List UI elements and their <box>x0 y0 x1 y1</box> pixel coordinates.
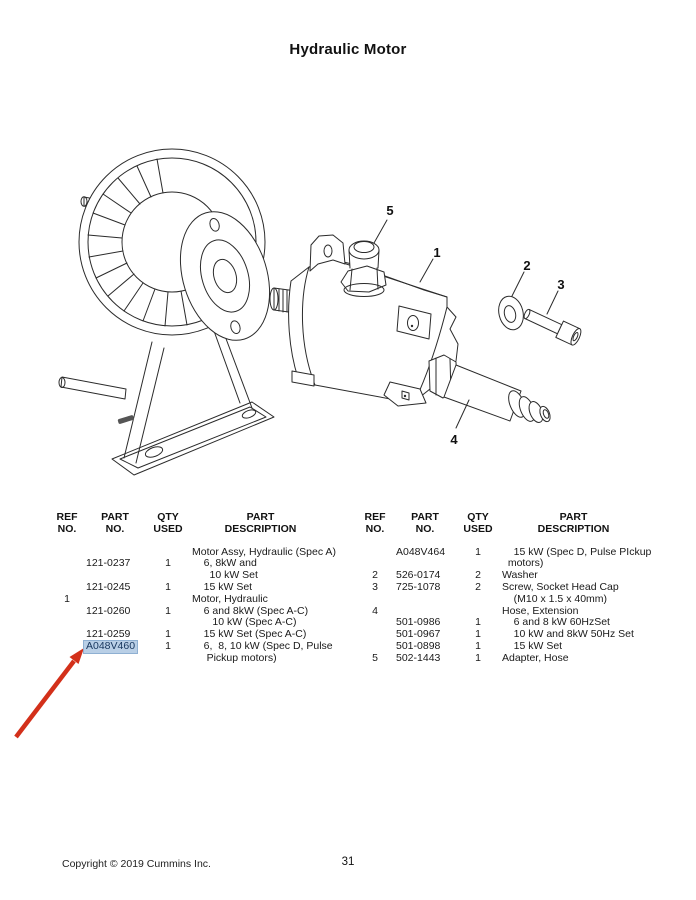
parts-table-right: REF NO. PART NO. QTY USED PART DESCRIPTI… <box>360 511 670 665</box>
callout-1: 1 <box>433 245 440 260</box>
ref-cell: 3 <box>372 580 378 593</box>
callout-3: 3 <box>557 277 564 292</box>
ref-cell <box>360 641 390 653</box>
qty-cell <box>150 594 186 606</box>
ref-cell <box>54 582 80 594</box>
parts-table-left: REF NO. PART NO. QTY USED PART DESCRIPTI… <box>54 511 354 665</box>
part-cell: 121-0237 <box>86 557 131 570</box>
desc-cell: 15 kW Set <box>192 580 253 593</box>
desc-cell: Adapter, Hose <box>502 651 569 664</box>
desc-cell: 10 kW and 8kW 50Hz Set <box>502 628 634 641</box>
ref-cell: 2 <box>372 569 378 582</box>
part-cell: 121-0260 <box>86 604 131 617</box>
part-cell: A048V464 <box>396 545 446 558</box>
qty-cell: 1 <box>165 604 171 617</box>
ref-cell <box>54 558 80 582</box>
ref-cell <box>54 641 80 665</box>
desc-cell: 6 and 8kW (Spec A-C) 10 kW (Spec A-C) <box>203 604 309 629</box>
qty-cell: 1 <box>475 639 481 652</box>
part-cell: 501-0986 <box>396 616 441 629</box>
copyright-text: Copyright © 2019 Cummins Inc. <box>62 858 211 870</box>
part-cell: 725-1078 <box>396 580 441 593</box>
qty-cell: 1 <box>165 639 171 652</box>
col-header-qty: QTY USED <box>153 511 183 535</box>
page-number: 31 <box>341 856 355 868</box>
qty-cell: 1 <box>165 628 171 641</box>
part-cell: 501-0898 <box>396 639 441 652</box>
motor-body <box>288 258 459 402</box>
part-cell: 502-1443 <box>396 651 441 664</box>
part-cell: 121-0259 <box>86 628 131 641</box>
desc-cell: Screw, Socket Head Cap (M10 x 1.5 x 40mm… <box>502 580 619 605</box>
qty-cell: 1 <box>475 616 481 629</box>
desc-cell: Hose, Extension <box>502 604 579 617</box>
col-header-part: PART NO. <box>101 511 129 535</box>
col-header-part: PART NO. <box>411 511 439 535</box>
qty-cell: 2 <box>475 580 481 593</box>
callout-leader-lines <box>373 219 559 429</box>
col-header-ref: REF NO. <box>56 511 78 535</box>
callout-2: 2 <box>523 258 530 273</box>
qty-cell: 1 <box>475 651 481 664</box>
callout-4: 4 <box>450 432 458 447</box>
qty-cell: 1 <box>165 557 171 570</box>
ref-cell <box>54 629 80 641</box>
ref-cell <box>360 547 390 571</box>
ref-cell <box>54 547 80 559</box>
ref-cell: 4 <box>372 604 378 617</box>
highlighted-part-number: A048V460 <box>82 639 139 654</box>
desc-cell: 15 kW Set <box>502 639 563 652</box>
desc-cell: Motor Assy, Hydraulic (Spec A) <box>192 545 336 558</box>
hose-extension-drawing <box>428 354 551 423</box>
ref-cell: 5 <box>372 651 378 664</box>
part-cell: 526-0174 <box>396 569 441 582</box>
qty-cell: 1 <box>165 580 171 593</box>
part-cell: 501-0967 <box>396 628 441 641</box>
page-title: Hydraulic Motor <box>289 41 407 58</box>
qty-cell: 2 <box>475 569 481 582</box>
desc-cell: 15 kW (Spec D, Pulse PIckup motors) <box>507 545 652 570</box>
part-cell: 121-0245 <box>86 580 131 593</box>
col-header-qty: QTY USED <box>463 511 493 535</box>
col-header-desc: PART DESCRIPTION <box>224 511 297 535</box>
washer-drawing <box>498 295 524 331</box>
hex-nut <box>340 265 387 293</box>
desc-cell: Motor, Hydraulic <box>192 592 268 605</box>
col-header-desc: PART DESCRIPTION <box>537 511 610 535</box>
cooling-fins <box>87 158 252 327</box>
desc-cell: 6 and 8 kW 60HzSet <box>502 616 610 629</box>
generator-housing-drawing <box>58 148 275 476</box>
qty-cell: 1 <box>475 545 481 558</box>
desc-cell: 15 kW Set (Spec A-C) <box>192 628 307 641</box>
ref-cell <box>360 629 390 641</box>
stand-legs <box>123 330 253 464</box>
col-header-ref: REF NO. <box>364 511 386 535</box>
desc-cell: 6, 8, 10 kW (Spec D, Pulse Pickup motors… <box>203 639 333 664</box>
part-cell <box>86 594 144 606</box>
screw-drawing <box>523 308 582 346</box>
part-stamp <box>117 415 134 424</box>
callout-5: 5 <box>386 203 393 218</box>
ref-cell: 1 <box>64 592 70 605</box>
desc-cell: 6, 8kW and 10 kW Set <box>203 557 258 582</box>
base-plate <box>111 401 275 476</box>
ref-cell <box>360 617 390 629</box>
desc-cell: Washer <box>502 569 538 582</box>
hydraulic-motor-drawing <box>269 234 582 423</box>
qty-cell: 1 <box>475 628 481 641</box>
ref-cell <box>54 606 80 630</box>
